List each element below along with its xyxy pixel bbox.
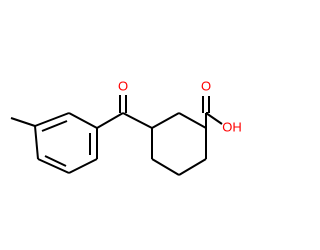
ring-bond: [68, 158, 98, 174]
benzene-ring: [34, 112, 98, 174]
carboxylic-acid-group: [202, 96, 223, 128]
ring-bond: [151, 158, 180, 176]
ring-bond: [151, 112, 180, 129]
carbonyl-oxygen-label: O: [118, 79, 128, 94]
bond-acid-hydroxyl: [205, 112, 223, 125]
ring-bond: [68, 112, 98, 129]
ring-bond: [178, 112, 207, 129]
bond-carbonyl-ring: [122, 112, 153, 129]
methyl-group: [10, 117, 36, 127]
cyclohexane-ring: [151, 112, 207, 176]
molecule-drawing: O O OH: [10, 79, 242, 176]
acid-oxygen-label: O: [201, 79, 211, 94]
bond-aryl-carbonyl: [96, 112, 124, 129]
ring-bond: [37, 158, 70, 174]
structure-diagram: O O OH: [10, 78, 242, 176]
ring-bond: [34, 112, 70, 127]
ring-bond: [34, 125, 39, 160]
ring-double-bond: [44, 155, 67, 167]
ketone-group: [96, 95, 153, 129]
ring-bond: [178, 158, 207, 176]
hydroxyl-label: OH: [222, 120, 242, 135]
bond-methyl: [10, 117, 36, 127]
ring-double-bond: [41, 120, 68, 132]
